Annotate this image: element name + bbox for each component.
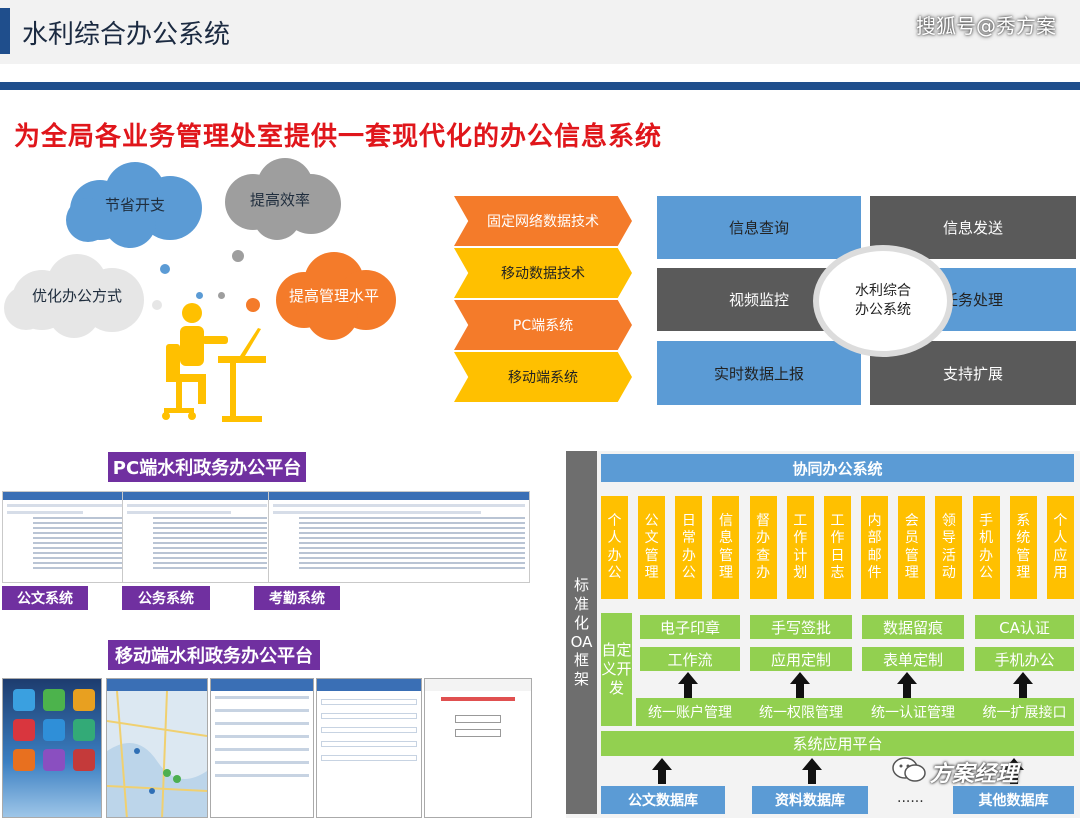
oa-feature: CA认证 <box>975 615 1074 639</box>
pc-label-attendance: 考勤系统 <box>254 586 340 610</box>
oa-module: 个人办公 <box>601 496 628 599</box>
person-at-desk-icon <box>162 303 266 422</box>
thought-dot <box>232 250 244 262</box>
oa-module: 工作日志 <box>823 496 851 599</box>
cloud-label: 节省开支 <box>104 195 165 214</box>
quad-center-label: 水利综合 办公系统 <box>855 283 911 318</box>
oa-module: 督办查办 <box>749 496 777 599</box>
oa-feature: 应用定制 <box>750 647 852 671</box>
up-arrow-icon <box>652 758 672 784</box>
tech-item-pc: PC端系统 <box>454 300 632 350</box>
cloud-save-cost: 节省开支 <box>60 160 210 248</box>
up-arrow-icon <box>790 672 810 698</box>
tech-item-mobile: 移动端系统 <box>454 352 632 402</box>
oa-app-platform: 系统应用平台 <box>601 731 1074 756</box>
up-arrow-icon <box>1013 672 1033 698</box>
watermark-top: 搜狐号@秀方案 <box>916 14 1056 38</box>
page-title: 水利综合办公系统 <box>22 20 231 50</box>
up-arrow-icon <box>802 758 822 784</box>
oa-module: 内部邮件 <box>861 496 889 599</box>
oa-unified: 统一权限管理 <box>759 705 843 721</box>
db-materials: 资料数据库 <box>752 786 868 814</box>
oa-feature: 数据留痕 <box>862 615 964 639</box>
wechat-icon <box>892 757 926 782</box>
thought-dot <box>246 298 260 312</box>
cloud-management: 提高管理水平 <box>268 250 400 340</box>
header <box>0 0 1080 64</box>
oa-module: 手机办公 <box>972 496 1000 599</box>
pc-screenshot-attendance <box>268 491 530 583</box>
cloud-label: 提高效率 <box>249 190 310 209</box>
oa-module: 工作计划 <box>786 496 814 599</box>
oa-module: 会员管理 <box>898 496 926 599</box>
header-bar <box>0 82 1080 90</box>
quad-extensible: 支持扩展 <box>870 341 1076 405</box>
up-arrow-icon <box>678 672 698 698</box>
oa-custom-dev: 自定义开发 <box>601 613 632 726</box>
cloud-orange-shape <box>276 252 396 340</box>
oa-module: 个人应用 <box>1046 496 1074 599</box>
oa-vertical-label: 标准化OA框架 <box>566 451 597 814</box>
map-graphic <box>107 690 207 817</box>
cloud-blue-shape <box>66 162 202 248</box>
thought-dot <box>196 292 203 299</box>
oa-module: 系统管理 <box>1009 496 1037 599</box>
tech-item-mobile-data: 移动数据技术 <box>454 248 632 298</box>
oa-module: 领导活动 <box>935 496 963 599</box>
oa-collab-system: 协同办公系统 <box>601 454 1074 482</box>
oa-feature: 电子印章 <box>640 615 740 639</box>
oa-feature: 表单定制 <box>862 647 964 671</box>
cloud-label: 提高管理水平 <box>288 286 379 305</box>
pc-label-document: 公文系统 <box>2 586 88 610</box>
pc-screenshot-document <box>2 491 130 583</box>
mobile-screenshot-map <box>106 678 208 818</box>
oa-unified-band <box>636 698 1074 726</box>
up-arrow-icon <box>897 672 917 698</box>
cloud-optimize: 优化办公方式 <box>2 250 152 340</box>
pc-platform-title: PC端水利政务办公平台 <box>108 452 306 482</box>
mobile-screenshot-approval <box>424 678 532 818</box>
db-others: 其他数据库 <box>953 786 1074 814</box>
thought-dot <box>160 264 170 274</box>
headline: 为全局各业务管理处室提供一套现代化的办公信息系统 <box>14 122 663 152</box>
oa-unified: 统一账户管理 <box>648 705 732 721</box>
oa-unified: 统一认证管理 <box>871 705 955 721</box>
mobile-screenshot-form <box>316 678 422 818</box>
db-documents: 公文数据库 <box>601 786 725 814</box>
oa-feature: 手写签批 <box>750 615 852 639</box>
thought-dot <box>152 300 162 310</box>
up-arrow-icon <box>1004 758 1024 784</box>
quad-center: 水利综合 办公系统 <box>813 245 953 357</box>
cloud-label: 优化办公方式 <box>31 286 122 305</box>
oa-modules: 个人办公 公文管理 日常办公 信息管理 督办查办 工作计划 工作日志 内部邮件 … <box>601 496 1074 599</box>
pc-screenshot-affairs <box>122 491 272 583</box>
cloud-grey-shape <box>225 158 341 240</box>
mobile-screenshot-home <box>2 678 102 818</box>
db-ellipsis: ...... <box>897 790 924 806</box>
header-accent <box>0 8 10 54</box>
oa-feature: 手机办公 <box>975 647 1074 671</box>
thought-dot <box>218 292 225 299</box>
pc-label-affairs: 公务系统 <box>122 586 210 610</box>
mobile-platform-title: 移动端水利政务办公平台 <box>108 640 320 670</box>
watermark-bottom: 方案经理 <box>930 762 1019 787</box>
cloud-lightgrey-shape <box>4 254 144 338</box>
oa-module: 公文管理 <box>638 496 666 599</box>
quad-info-query: 信息查询 <box>657 196 861 259</box>
oa-module: 日常办公 <box>675 496 703 599</box>
oa-unified: 统一扩展接口 <box>982 705 1067 721</box>
oa-feature: 工作流 <box>640 647 740 671</box>
mobile-screenshot-list <box>210 678 314 818</box>
oa-module: 信息管理 <box>712 496 740 599</box>
cloud-efficiency: 提高效率 <box>215 156 345 242</box>
tech-item-fixed-network: 固定网络数据技术 <box>454 196 632 246</box>
quad-realtime-report: 实时数据上报 <box>657 341 861 405</box>
